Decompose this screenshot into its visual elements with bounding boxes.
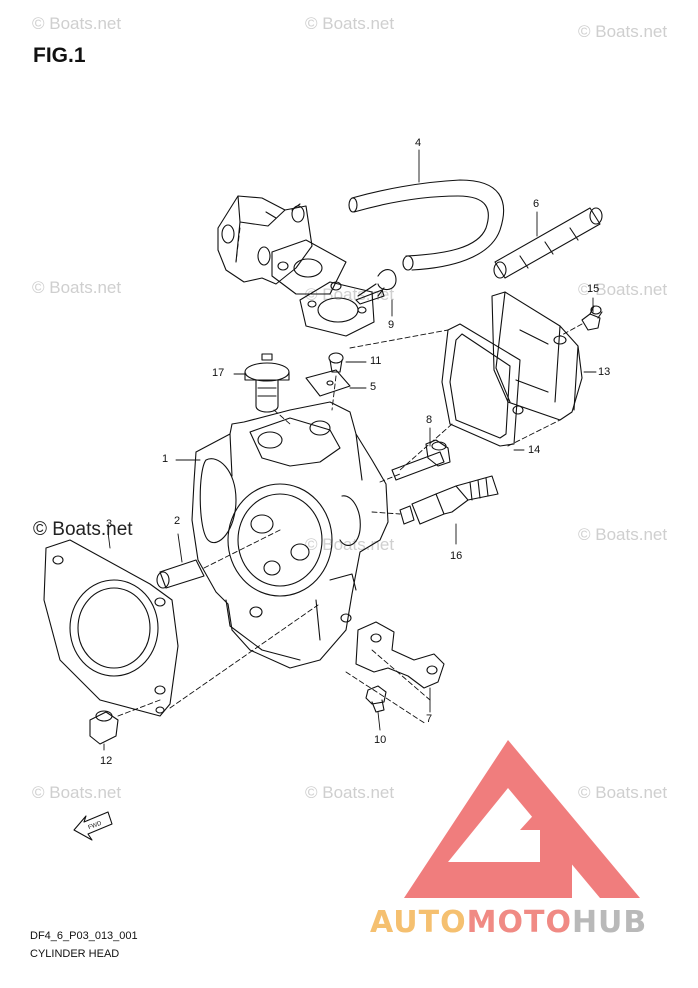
watermark: © Boats.net xyxy=(305,783,395,802)
callout-5: 5 xyxy=(370,381,377,393)
fwd-arrow-icon: FWD xyxy=(73,811,113,841)
figure-title: FIG.1 xyxy=(33,44,86,67)
watermark: © Boats.net xyxy=(578,525,668,544)
watermark-strong: © Boats.net xyxy=(33,519,133,540)
cylinder-head-cover xyxy=(491,291,583,421)
bolt-10 xyxy=(365,685,387,713)
bolt-15 xyxy=(581,305,603,331)
watermark: © Boats.net xyxy=(578,783,668,802)
dowel-pin-2 xyxy=(156,559,205,589)
callout-4: 4 xyxy=(415,137,422,149)
brand-wordmark: AUTOMOTOHUB xyxy=(370,905,647,940)
watermark: © Boats.net xyxy=(305,535,395,554)
leader-lines xyxy=(103,149,597,751)
dowel-collar-12 xyxy=(89,710,119,745)
bracket-7 xyxy=(355,621,445,689)
callout-14: 14 xyxy=(528,444,541,456)
watermark: © Boats.net xyxy=(32,278,122,297)
watermark: © Boats.net xyxy=(305,285,395,304)
callout-8: 8 xyxy=(426,414,433,426)
cover-gasket xyxy=(441,323,521,447)
assembly-lines xyxy=(117,227,583,725)
thermostat-gasket xyxy=(299,281,375,337)
callout-2: 2 xyxy=(174,515,181,527)
brand-part-auto: AUTO xyxy=(370,905,467,940)
callout-13: 13 xyxy=(598,366,611,378)
head-gasket xyxy=(43,539,179,717)
callout-11: 11 xyxy=(370,355,382,367)
diagram-caption: CYLINDER HEAD xyxy=(30,948,120,960)
watermark: © Boats.net xyxy=(578,280,668,299)
callout-9: 9 xyxy=(388,319,395,331)
callout-1: 1 xyxy=(162,453,169,465)
watermark: © Boats.net xyxy=(32,783,122,802)
brand-part-moto: MOTO xyxy=(466,905,572,940)
callout-10: 10 xyxy=(374,734,387,746)
callout-17: 17 xyxy=(212,367,225,379)
watermark: © Boats.net xyxy=(578,22,668,41)
callout-7: 7 xyxy=(426,713,433,725)
thermostat-cover xyxy=(217,195,347,295)
watermark: © Boats.net xyxy=(305,14,395,33)
callout-6: 6 xyxy=(533,198,540,210)
hose-clip xyxy=(355,269,397,305)
callout-12: 12 xyxy=(100,755,113,767)
water-hose xyxy=(348,179,505,271)
plate-5 xyxy=(305,369,351,397)
cooling-tube xyxy=(493,207,603,279)
brand-part-hub: HUB xyxy=(571,905,648,940)
stud-bolt-8 xyxy=(391,439,451,481)
brand-logo-icon xyxy=(404,740,640,898)
callout-3: 3 xyxy=(106,518,113,530)
drawing-code: DF4_6_P03_013_001 xyxy=(30,930,138,942)
callout-16: 16 xyxy=(450,550,463,562)
callout-15: 15 xyxy=(587,283,600,295)
thermostat xyxy=(244,353,290,413)
spark-plug xyxy=(399,475,499,525)
svg-text:FWD: FWD xyxy=(88,821,104,832)
watermark: © Boats.net xyxy=(32,14,122,33)
screw-11 xyxy=(328,352,344,373)
cylinder-head xyxy=(191,401,389,669)
